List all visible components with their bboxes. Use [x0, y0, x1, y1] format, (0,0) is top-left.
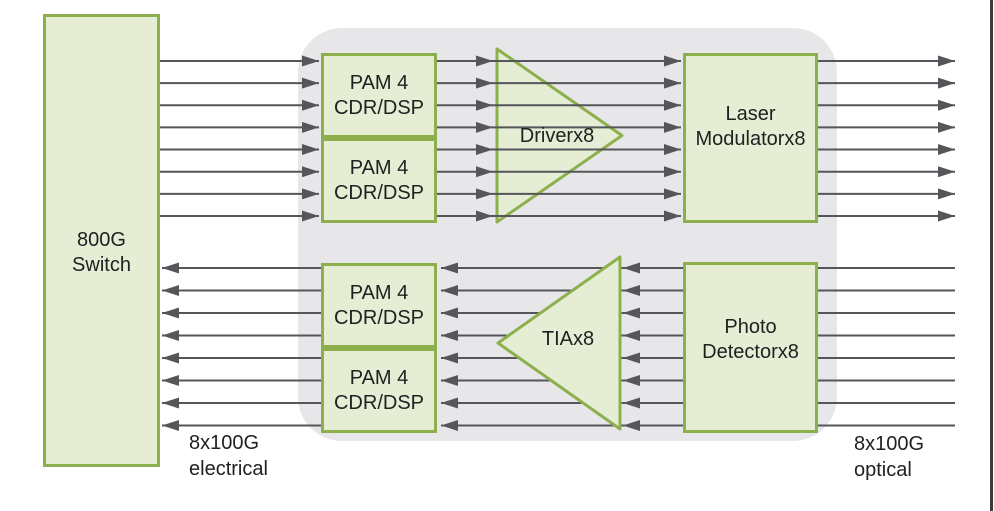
arrowhead-icon	[664, 166, 681, 178]
arrowhead-icon	[623, 307, 640, 319]
arrowhead-icon	[476, 121, 493, 133]
tia-triangle	[496, 255, 622, 431]
arrowhead-icon	[476, 99, 493, 111]
pam4-cdr-dsp-box-rx-1: PAM 4 CDR/DSP	[321, 263, 437, 348]
arrowhead-icon	[302, 188, 319, 200]
arrowhead-icon	[938, 210, 955, 222]
arrowhead-icon	[623, 397, 640, 409]
pam4-cdr-dsp-box-tx-1: PAM 4 CDR/DSP	[321, 53, 437, 138]
arrowhead-icon	[938, 188, 955, 200]
arrowhead-icon	[162, 330, 179, 341]
arrowhead-icon	[302, 144, 319, 156]
arrowhead-icon	[664, 188, 681, 200]
arrowhead-icon	[476, 166, 493, 178]
arrowhead-icon	[938, 121, 955, 133]
electrical-caption-line1: 8x100G	[189, 432, 260, 454]
photo-label-line2: Detectorx8	[702, 340, 799, 363]
arrowhead-icon	[476, 144, 493, 156]
laser-label-line1: Laser	[725, 103, 776, 125]
arrowhead-icon	[476, 210, 493, 222]
laser-label-line2: Modulatorx8	[695, 128, 806, 150]
arrowhead-icon	[162, 352, 179, 364]
pam4-label-line2: CDR/DSP	[333, 391, 424, 414]
pam4-label-line2: CDR/DSP	[333, 96, 424, 119]
arrowhead-icon	[441, 307, 458, 319]
arrowhead-icon	[441, 330, 458, 341]
arrowhead-icon	[938, 55, 955, 67]
switch-label-line2: Switch	[72, 253, 131, 276]
arrowhead-icon	[162, 285, 179, 296]
arrowhead-icon	[441, 397, 458, 409]
laser-modulator-box: Laser Modulatorx8	[683, 53, 818, 223]
switch-box: 800G Switch	[43, 14, 160, 467]
page-border-line	[990, 0, 993, 511]
arrowhead-icon	[938, 144, 955, 156]
arrowhead-icon	[623, 375, 640, 386]
arrowhead-icon	[162, 375, 179, 386]
arrowhead-icon	[938, 166, 955, 178]
pam4-label-line2: CDR/DSP	[333, 181, 424, 204]
arrowhead-icon	[162, 420, 179, 431]
arrowhead-icon	[302, 55, 319, 67]
photo-detector-box: Photo Detectorx8	[683, 262, 818, 433]
arrowhead-icon	[664, 99, 681, 111]
arrowhead-icon	[476, 77, 493, 89]
pam4-label-line1: PAM 4	[349, 366, 409, 389]
pam4-label-line1: PAM 4	[349, 71, 409, 94]
arrowhead-icon	[664, 210, 681, 222]
arrowhead-icon	[441, 285, 458, 296]
pam4-label-line1: PAM 4	[349, 156, 409, 179]
pam4-label-line2: CDR/DSP	[333, 306, 424, 329]
optical-lanes-caption: 8x100G optical	[854, 431, 924, 483]
arrowhead-icon	[623, 420, 640, 431]
pam4-cdr-dsp-box-tx-2: PAM 4 CDR/DSP	[321, 138, 437, 223]
arrowhead-icon	[476, 55, 493, 67]
arrowhead-icon	[441, 375, 458, 386]
arrowhead-icon	[664, 144, 681, 156]
arrowhead-icon	[162, 397, 179, 409]
photo-label-line1: Photo	[724, 315, 777, 338]
arrowhead-icon	[162, 307, 179, 319]
arrowhead-icon	[302, 210, 319, 222]
optical-caption-line2: optical	[854, 459, 912, 481]
arrowhead-icon	[162, 262, 179, 274]
arrowhead-icon	[664, 121, 681, 133]
arrowhead-icon	[664, 55, 681, 67]
arrowhead-icon	[623, 285, 640, 296]
arrowhead-icon	[623, 330, 640, 341]
arrowhead-icon	[441, 352, 458, 364]
optical-caption-line1: 8x100G	[854, 433, 925, 455]
driver-triangle-label: Driverx8	[519, 125, 595, 147]
arrowhead-icon	[664, 77, 681, 89]
arrowhead-icon	[938, 99, 955, 111]
arrowhead-icon	[938, 77, 955, 89]
driver-triangle	[495, 47, 624, 224]
arrowhead-icon	[441, 420, 458, 431]
arrowhead-icon	[302, 99, 319, 111]
pam4-cdr-dsp-box-rx-2: PAM 4 CDR/DSP	[321, 348, 437, 433]
switch-label-line1: 800G	[77, 228, 126, 251]
arrowhead-icon	[476, 188, 493, 200]
arrowhead-icon	[623, 352, 640, 364]
tx-wires-layer	[157, 55, 955, 222]
arrowhead-icon	[302, 121, 319, 133]
arrowhead-icon	[302, 77, 319, 89]
electrical-lanes-caption: 8x100G electrical	[189, 430, 268, 482]
electrical-caption-line2: electrical	[189, 458, 268, 480]
arrowhead-icon	[441, 262, 458, 274]
arrowhead-icon	[302, 166, 319, 178]
tia-triangle-label: TIAx8	[541, 328, 595, 350]
arrowhead-icon	[623, 262, 640, 274]
pam4-label-line1: PAM 4	[349, 281, 409, 304]
